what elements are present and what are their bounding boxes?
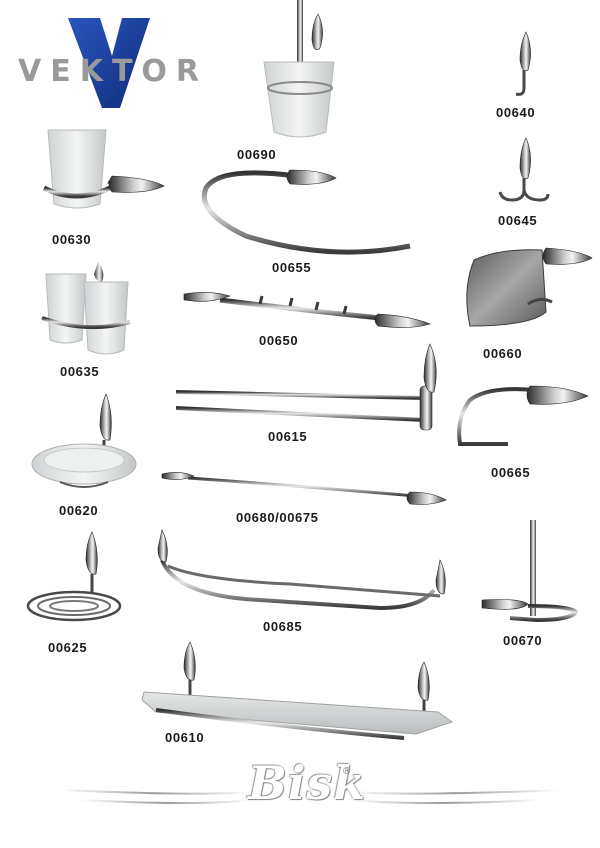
product-code-00635: 00635 [60,364,100,379]
product-code-00620: 00620 [59,503,99,518]
product-code-00640: 00640 [496,105,536,120]
product-image-00665 [457,385,589,446]
product-image-00635 [41,262,131,355]
product-code-00690: 00690 [237,147,277,162]
product-code-00670: 00670 [503,633,543,648]
product-code-00625: 00625 [48,640,88,655]
product-image-00640 [515,31,531,96]
product-image-00645 [498,137,550,202]
product-code-00610: 00610 [165,730,205,745]
product-image-00660 [466,247,593,327]
product-code-00665: 00665 [491,465,531,480]
vektor-wordmark: VEKTOR [18,54,209,89]
product-image-00610 [141,641,454,740]
product-image-00625 [26,531,122,622]
product-image-00690 [263,0,335,138]
product-code-00685: 00685 [263,619,303,634]
product-code-00650: 00650 [259,333,299,348]
product-code-00615: 00615 [268,429,308,444]
product-code-00660: 00660 [483,346,523,361]
product-code-00630: 00630 [52,232,92,247]
footer-swoosh [59,789,561,804]
product-image-00685 [157,529,446,611]
product-image-00655 [202,169,411,255]
product-code-00655: 00655 [272,260,312,275]
product-code-00680-00675: 00680/00675 [236,510,319,525]
product-image-00670 [481,520,579,623]
product-image-00630 [42,129,165,209]
product-image-00680-00675 [161,472,447,505]
product-code-00645: 00645 [498,213,538,228]
vektor-logo [68,18,150,108]
registered-mark: ® [343,766,351,777]
product-image-00650 [183,292,431,328]
product-image-00615 [175,343,437,431]
product-image-00620 [31,393,137,488]
bisk-logo: Bisk [248,756,367,810]
